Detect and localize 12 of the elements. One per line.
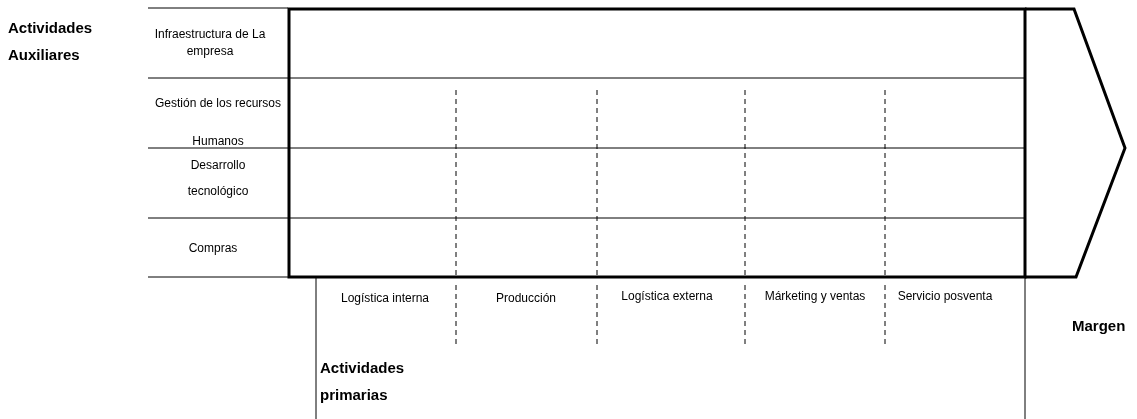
section-heading: Actividades Auxiliares xyxy=(8,19,93,63)
row-label: Compras xyxy=(188,241,238,255)
column-label: Logística interna xyxy=(340,291,430,305)
column-label: Producción xyxy=(495,291,556,305)
row-label: Desarrollo tecnológico xyxy=(187,158,249,198)
column-label: Márketing y ventas xyxy=(764,289,866,303)
row-label: Infraestructura de La empresa xyxy=(154,27,266,58)
column-label: Logística externa xyxy=(621,289,713,303)
column-label: Servicio posventa xyxy=(897,289,993,303)
section-heading: Actividades primarias xyxy=(320,359,405,403)
section-heading: Margen xyxy=(1072,317,1126,334)
row-label: Gestión de los recursos Humanos xyxy=(154,96,282,148)
